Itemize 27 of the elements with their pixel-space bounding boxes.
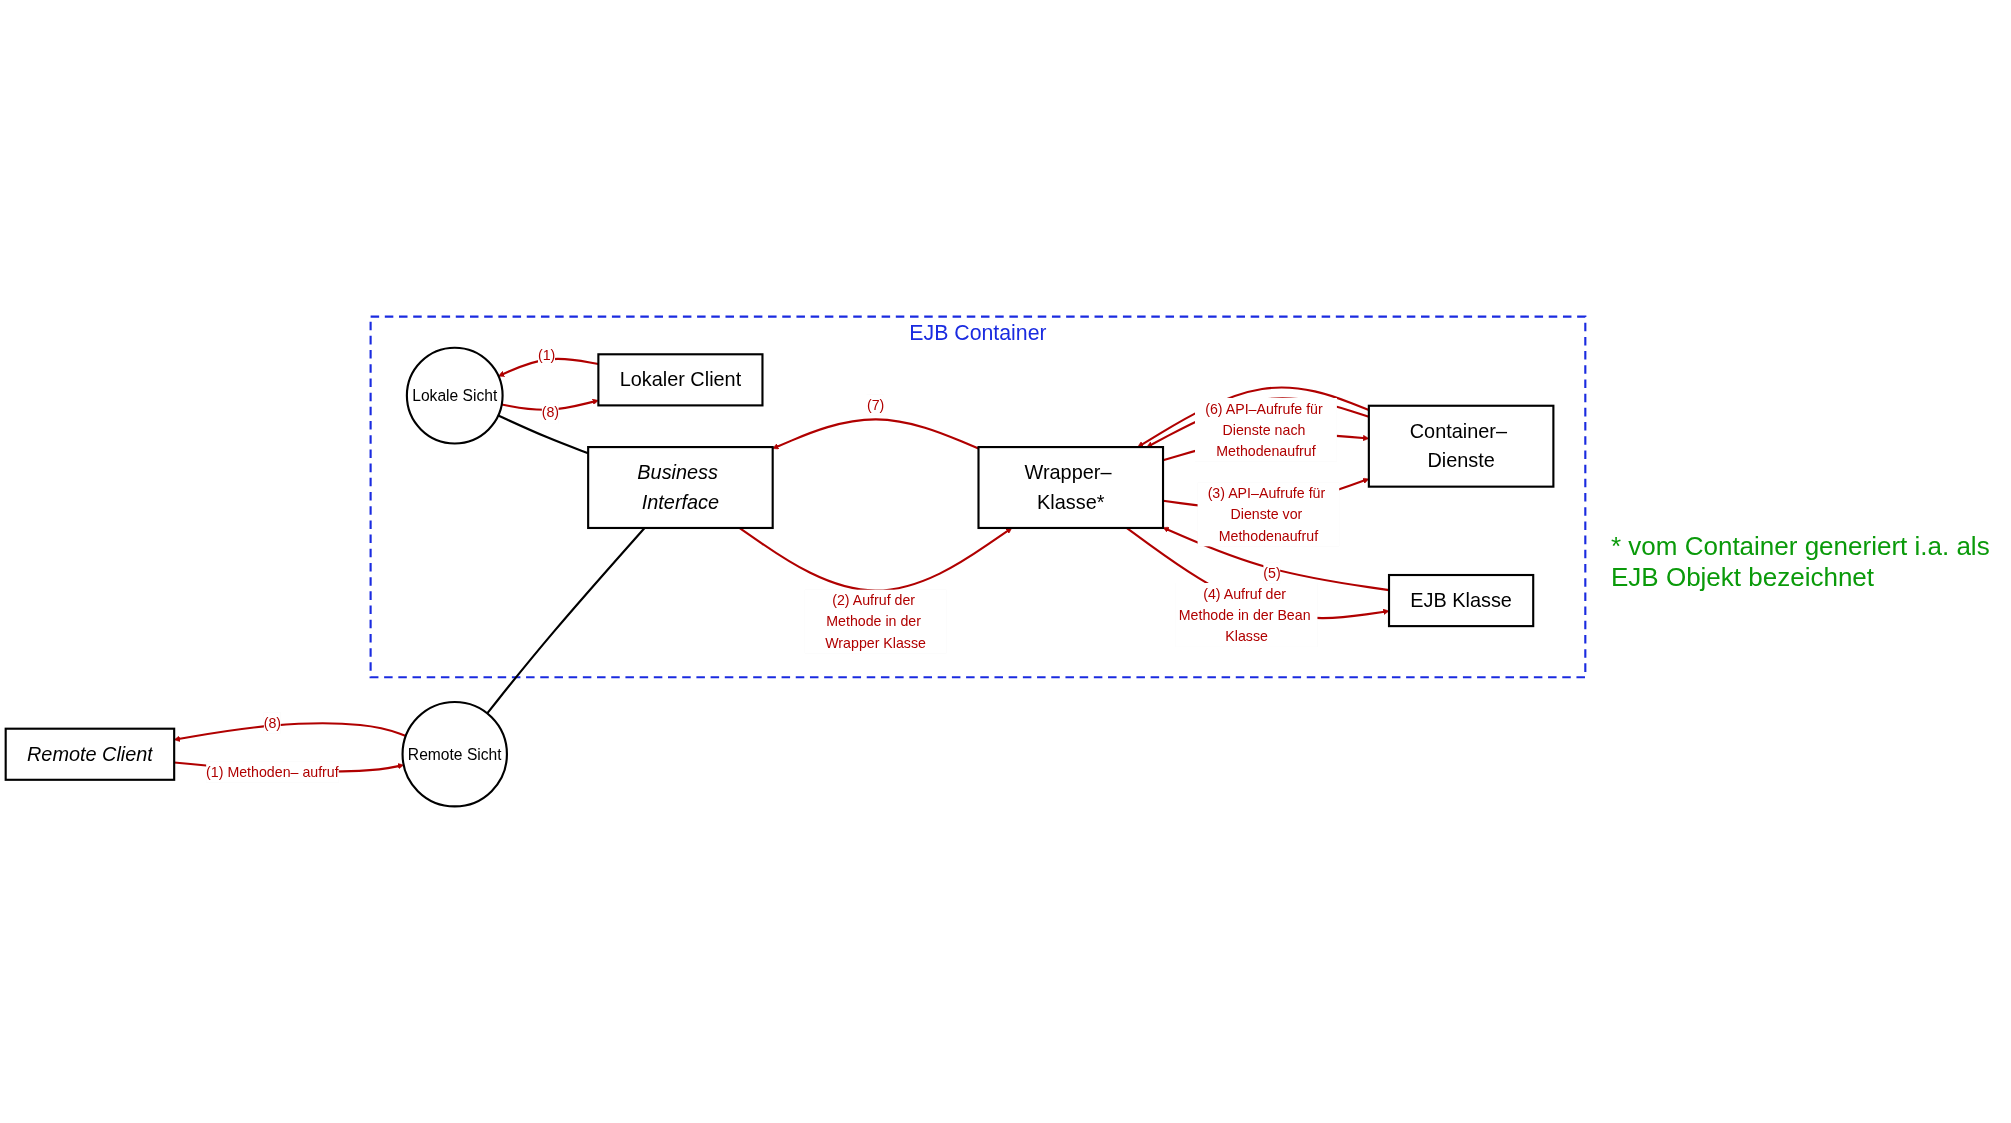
arrow — [772, 418, 979, 450]
footnote-text: * vom Container generiert i.a. als EJB Objekt bezeichnet — [1611, 530, 1991, 593]
node-box: Business Interface — [587, 445, 774, 529]
edge-label: (5) — [1263, 565, 1281, 581]
edge-label: (8) — [541, 404, 560, 421]
connector — [486, 527, 646, 714]
arrow — [738, 527, 1013, 592]
node-circle: Remote Sicht — [401, 700, 508, 808]
arrow — [1125, 527, 1390, 620]
edge-label: (4) Aufruf der Methode in der Bean Klasse — [1178, 585, 1311, 644]
edge-label: (2) Aufruf der Methode in der Wrapper Klasse — [825, 592, 926, 651]
arrow — [501, 398, 599, 411]
edge-label: (7) — [866, 397, 885, 413]
node-box: EJB Klasse — [1387, 573, 1535, 628]
edge-label: (1) Methoden– aufruf — [206, 764, 339, 780]
node-circle: Lokale Sicht — [405, 346, 504, 445]
node-box: Wrapper– Klasse* — [977, 445, 1165, 529]
connector — [497, 414, 589, 455]
edge-label: (6) API–Aufrufe für Dienste nach Methodenaufruf — [1205, 400, 1323, 459]
node-box: Lokaler Client — [597, 353, 764, 407]
node-box: Container– Dienste — [1367, 404, 1555, 488]
edge-label: (8) — [263, 714, 282, 731]
edge-label: (1) — [537, 346, 556, 363]
node-box: Remote Client — [4, 727, 176, 781]
edge-label: (3) API–Aufrufe für Dienste vor Methodenaufruf — [1207, 485, 1326, 544]
arrow — [498, 357, 599, 377]
arrow — [1162, 526, 1390, 592]
